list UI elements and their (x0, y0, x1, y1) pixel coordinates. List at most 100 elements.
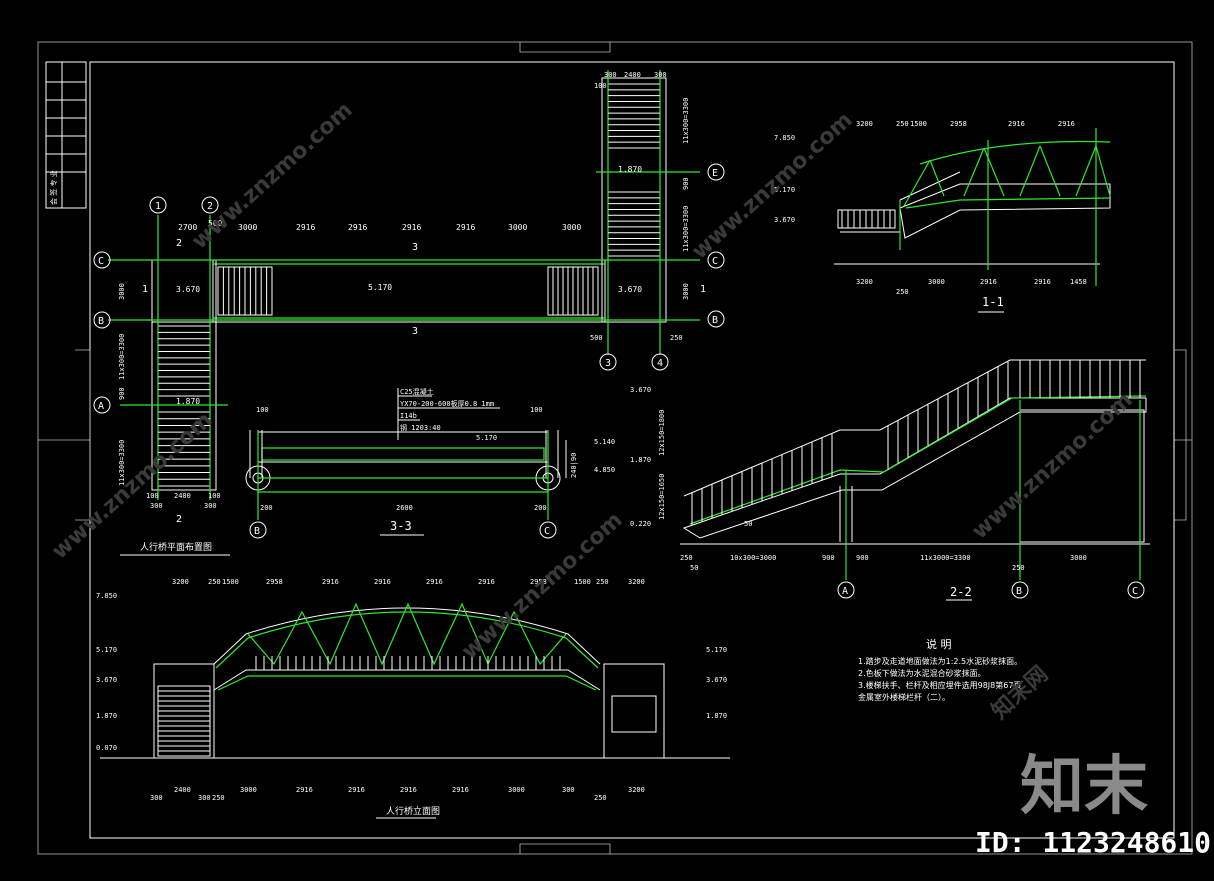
svg-text:2916: 2916 (400, 786, 417, 794)
level: 1.870 (618, 165, 642, 174)
svg-text:2916: 2916 (322, 578, 339, 586)
svg-text:3000: 3000 (682, 283, 690, 300)
svg-text:C25混凝土: C25混凝土 (400, 387, 434, 396)
section-2-2-title: 2-2 (950, 585, 972, 599)
svg-text:250: 250 (212, 794, 225, 802)
axis-label: C (98, 256, 104, 267)
dim: 500 (208, 219, 223, 228)
watermark-site: www.znzmo.com (687, 108, 857, 265)
svg-text:1: 1 (142, 284, 148, 295)
svg-text:250: 250 (680, 554, 693, 562)
plan-title: 人行桥平面布置图 (140, 541, 212, 553)
dim: 2916 (296, 223, 315, 232)
title-block: 会 签 专 业 (45, 61, 87, 209)
svg-text:3000: 3000 (928, 278, 945, 286)
svg-text:3.670: 3.670 (630, 386, 651, 394)
svg-text:3.670: 3.670 (774, 216, 795, 224)
note-item: 1.踏步及走道地面做法为1:2.5水泥砂浆抹面。 (858, 656, 1022, 666)
svg-text:12x150=1650: 12x150=1650 (658, 474, 666, 520)
plan-bottom-dims: 100 2400 100 300 300 (146, 492, 221, 510)
svg-text:1.870: 1.870 (706, 712, 727, 720)
section-3-3-title: 3-3 (390, 519, 412, 533)
svg-text:100: 100 (208, 492, 221, 500)
svg-text:2: 2 (176, 514, 182, 525)
watermark-site: www.znzmo.com (967, 388, 1137, 545)
svg-text:2916: 2916 (980, 278, 997, 286)
svg-text:2400: 2400 (624, 71, 641, 79)
plan-right-stair-upper (607, 83, 661, 149)
note-item: 3.楼梯扶手、栏杆及相应埋件选用98J8第67页 (858, 680, 1021, 690)
svg-text:3.670: 3.670 (706, 676, 727, 684)
plan-small-labels: 1 1 2 2 3 3 500 250 (142, 238, 706, 525)
svg-text:2916: 2916 (426, 578, 443, 586)
svg-text:100: 100 (256, 406, 269, 414)
svg-text:200: 200 (534, 504, 547, 512)
section11-labels: 3200 250 1500 2958 2916 2916 3200 3000 2… (774, 120, 1087, 296)
svg-text:3200: 3200 (856, 120, 873, 128)
dim: 3000 (238, 223, 257, 232)
svg-text:3000: 3000 (118, 283, 126, 300)
svg-text:2916: 2916 (296, 786, 313, 794)
svg-text:900: 900 (856, 554, 869, 562)
svg-text:2916: 2916 (452, 786, 469, 794)
axis-label: C (544, 526, 550, 537)
axis-label: 1 (155, 201, 161, 212)
svg-text:11x3000=3300: 11x3000=3300 (920, 554, 971, 562)
note-item: 2.色板下做法为水泥混合砂浆抹面。 (858, 668, 986, 678)
svg-text:11x300=3300: 11x300=3300 (682, 98, 690, 144)
section-3-3 (245, 388, 567, 536)
dim: 2916 (348, 223, 367, 232)
plan-deck-stairs-left (217, 266, 273, 316)
axis-label: C (1132, 586, 1138, 597)
svg-text:2958: 2958 (266, 578, 283, 586)
plan-left-stair-upper (157, 325, 211, 397)
svg-text:50: 50 (690, 564, 698, 572)
svg-text:5.170: 5.170 (774, 186, 795, 194)
svg-text:1500: 1500 (910, 120, 927, 128)
svg-text:3: 3 (412, 326, 418, 337)
dim: 3000 (562, 223, 581, 232)
plan-left-dims: 3000 11x300=3300 900 11x300=3300 (118, 283, 126, 486)
elevation-view (100, 602, 730, 819)
axis-label: 2 (207, 201, 213, 212)
level: 3.670 (176, 285, 200, 294)
svg-text:900: 900 (682, 177, 690, 190)
svg-text:300: 300 (654, 71, 667, 79)
elevation-labels: 3200 250 1500 2958 2916 2916 2916 2916 2… (96, 578, 727, 802)
axis-label: A (842, 586, 848, 597)
svg-text:3200: 3200 (172, 578, 189, 586)
note-item: 金属室外楼梯栏杆（二）。 (858, 692, 950, 702)
svg-text:I14b: I14b (400, 412, 417, 420)
svg-text:7.850: 7.850 (96, 592, 117, 600)
level: 5.170 (368, 283, 392, 292)
svg-text:11x300=3300: 11x300=3300 (118, 334, 126, 380)
svg-text:240|90: 240|90 (570, 453, 578, 478)
svg-text:250: 250 (594, 794, 607, 802)
notes-heading: 说 明 (926, 637, 952, 651)
plan-stair-dims: 300 2400 300 100 11x300=3300 900 11x300=… (594, 71, 690, 300)
svg-text:2958: 2958 (530, 578, 547, 586)
axis-bubbles: 1 2 C B A E C B 3 4 B C A B C (93, 163, 1145, 599)
axis-label: B (254, 526, 260, 537)
svg-text:2958: 2958 (950, 120, 967, 128)
svg-text:2916: 2916 (478, 578, 495, 586)
plan-right-stair-lower (607, 191, 661, 257)
section22-labels: 3.670 1.870 0.220 12x150=1800 12x150=165… (630, 386, 1087, 572)
svg-text:1.870: 1.870 (96, 712, 117, 720)
svg-text:3.670: 3.670 (96, 676, 117, 684)
drawing-frame (37, 41, 1193, 855)
svg-text:900: 900 (822, 554, 835, 562)
svg-text:5.140: 5.140 (594, 438, 615, 446)
svg-text:100: 100 (146, 492, 159, 500)
svg-text:5.170: 5.170 (706, 646, 727, 654)
svg-text:50: 50 (744, 520, 752, 528)
level: 1.870 (176, 397, 200, 406)
svg-text:1500: 1500 (574, 578, 591, 586)
svg-text:3200: 3200 (856, 278, 873, 286)
svg-text:12x150=1800: 12x150=1800 (658, 410, 666, 456)
axis-label: C (712, 256, 718, 267)
svg-text:900: 900 (118, 387, 126, 400)
level: 3.670 (618, 285, 642, 294)
svg-text:2916: 2916 (1058, 120, 1075, 128)
